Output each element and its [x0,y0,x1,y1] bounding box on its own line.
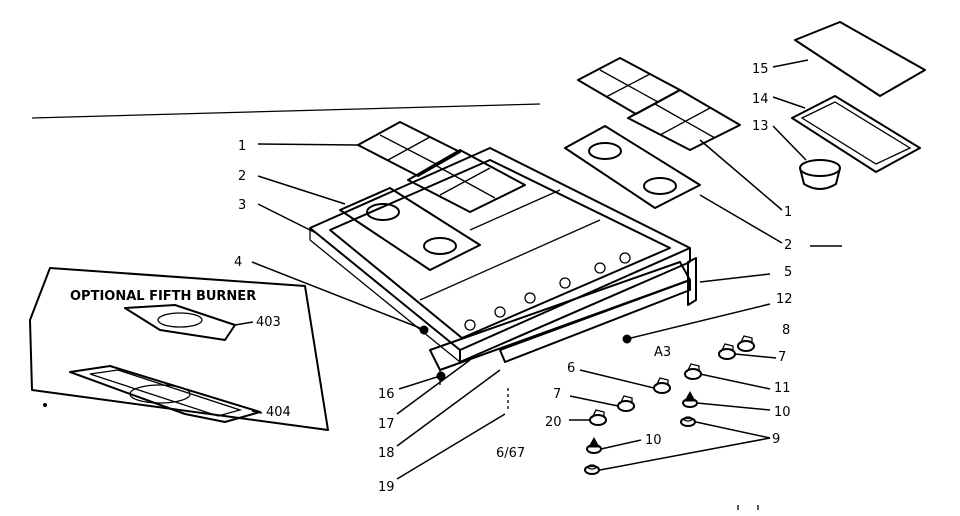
callout-404: 404 [266,405,291,420]
callout-8: 8 [782,323,790,338]
callout-403: 403 [256,315,281,330]
cooktop-frame [309,147,691,363]
callout-10-left: 10 [645,433,662,448]
griddle-tray [791,95,921,173]
grate-left-pair [357,121,526,213]
griddle-cover [794,21,926,97]
code-a3: A3 [654,345,671,360]
callout-1-left: 1 [238,139,246,154]
callout-12: 12 [776,292,793,307]
date-code: 6/67 [496,446,525,461]
callout-19: 19 [378,480,395,495]
burner-plate-left [339,187,481,271]
seat-9-right [680,416,696,427]
callout-10-right: 10 [774,405,791,420]
burner-plate-right [564,125,701,209]
grate-right-pair [577,57,741,151]
callout-7-left: 7 [553,387,561,402]
callout-9: 9 [772,432,780,447]
side-bracket [687,257,697,306]
callout-2-left: 2 [238,169,246,184]
callout-14: 14 [752,92,769,107]
leader-lines [234,59,842,480]
screw-12 [622,334,632,344]
callout-15: 15 [752,62,769,77]
callout-18: 18 [378,446,395,461]
knob-20 [589,409,607,426]
stray-dot-left [43,403,47,407]
screw-4 [419,325,429,335]
valve-10-right [682,390,698,408]
callout-16: 16 [378,387,395,402]
knob-11 [684,363,702,380]
screw-16 [436,371,446,381]
callout-6: 6 [567,361,575,376]
valve-10-left [586,436,602,454]
inset-fifth-burner: OPTIONAL FIFTH BURNER [29,267,329,431]
drip-bowl [799,159,841,190]
seat-9-left [584,464,600,475]
callout-7-right: 7 [778,350,786,365]
callout-3: 3 [238,198,246,213]
callout-5: 5 [784,265,792,280]
knob-8 [737,335,755,352]
callout-20: 20 [545,415,562,430]
knob-7-right [718,343,736,360]
callout-4: 4 [234,255,242,270]
knob-7-left [617,395,635,412]
header-rule [31,103,541,119]
knob-6 [653,377,671,394]
callout-1-right: 1 [784,205,792,220]
inset-title: OPTIONAL FIFTH BURNER [70,289,256,304]
callout-17: 17 [378,417,395,432]
callout-11: 11 [774,381,791,396]
callout-13: 13 [752,119,769,134]
callout-2-right: 2 [784,238,792,253]
